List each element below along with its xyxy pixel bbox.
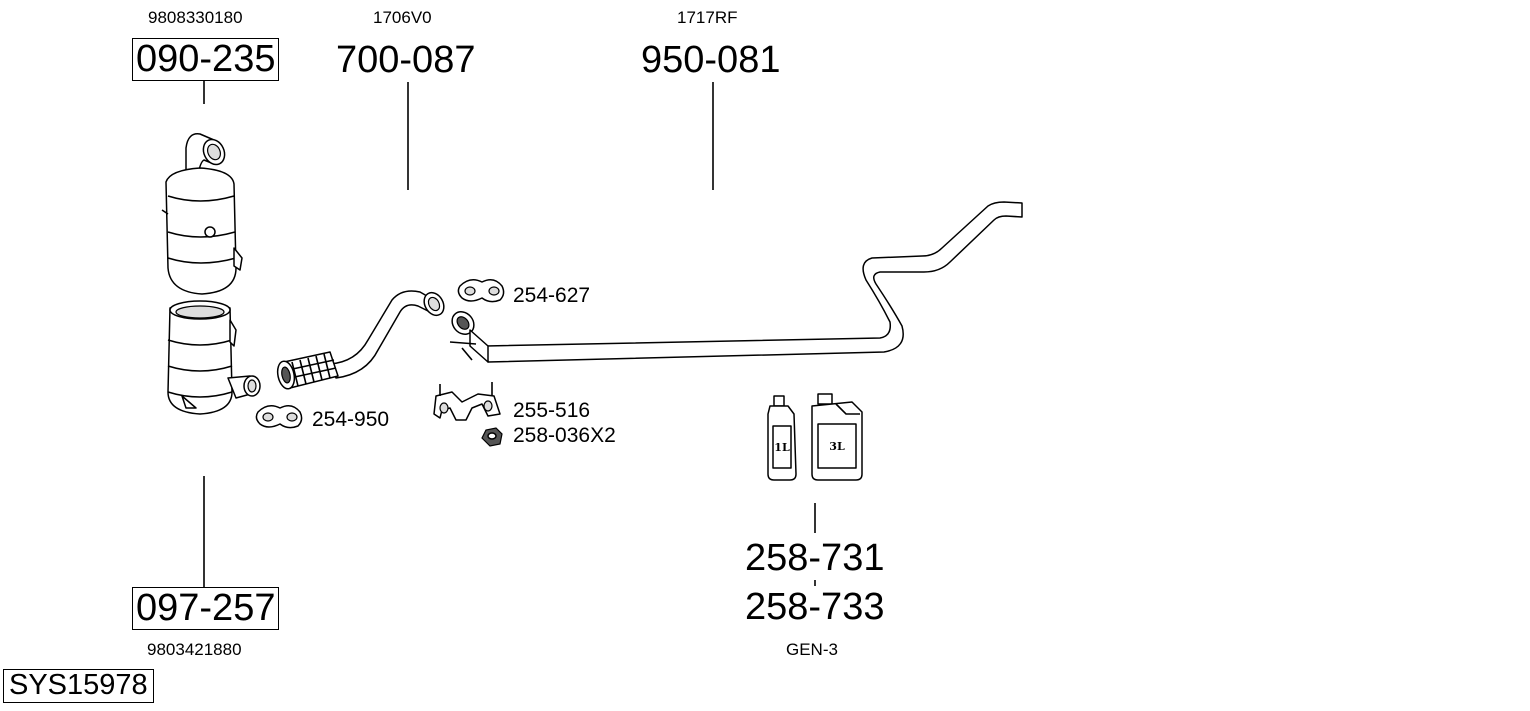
large-jug-label: 3L — [829, 440, 845, 453]
code-fluid-2[interactable]: 258-733 — [745, 586, 885, 628]
label-clamp-254-627[interactable]: 254-627 — [513, 284, 591, 307]
clamp-254-627 — [457, 279, 505, 303]
oem-dpf: 9803421880 — [147, 640, 242, 659]
front-pipe — [276, 290, 445, 390]
fluid-jug-small: 1L — [767, 395, 797, 481]
fluid-jug-large: 3L — [811, 393, 863, 481]
catalytic-converter — [161, 133, 243, 295]
code-rear-pipe[interactable]: 950-081 — [641, 39, 781, 81]
rubber-258-036 — [481, 427, 503, 447]
code-front-pipe[interactable]: 700-087 — [336, 39, 476, 81]
oem-front-pipe: 1706V0 — [373, 8, 432, 27]
code-cat-top[interactable]: 090-235 — [132, 38, 280, 81]
code-fluid-1[interactable]: 258-731 — [745, 537, 885, 579]
code-dpf[interactable]: 097-257 — [132, 587, 280, 630]
clamp-254-950 — [255, 405, 303, 429]
small-jug-label: 1L — [774, 441, 790, 454]
label-rubber[interactable]: 258-036X2 — [513, 424, 616, 447]
label-clamp-254-950[interactable]: 254-950 — [312, 408, 390, 431]
oem-fluid: GEN-3 — [786, 640, 838, 659]
label-bracket[interactable]: 255-516 — [513, 399, 591, 422]
oem-rear-pipe: 1717RF — [677, 8, 738, 27]
oem-cat-top: 9808330180 — [148, 8, 243, 27]
rear-pipe — [449, 201, 1023, 363]
bracket-255-516 — [433, 382, 501, 421]
particulate-filter — [167, 300, 261, 415]
system-id: SYS15978 — [3, 669, 154, 703]
